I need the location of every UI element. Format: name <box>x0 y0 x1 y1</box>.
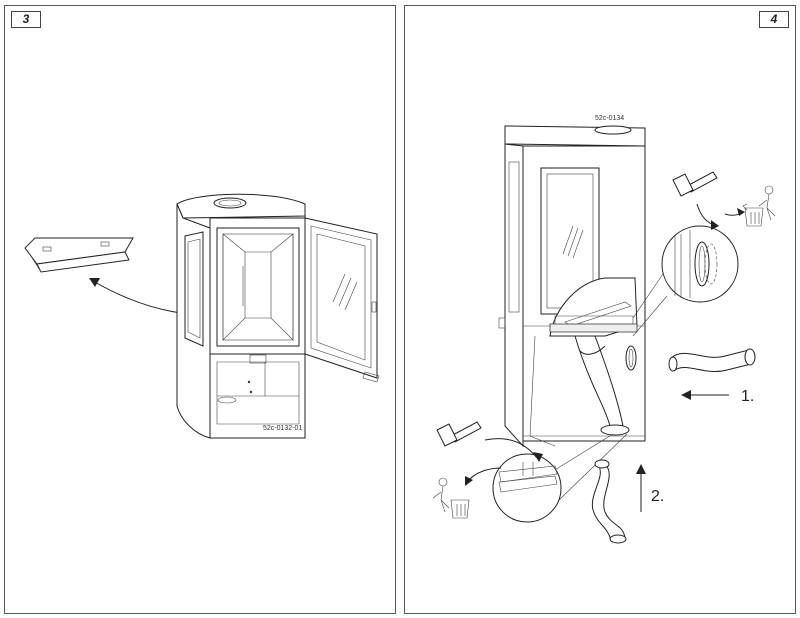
hammer-icon <box>436 421 482 447</box>
drawing-code: 52c-0134 <box>595 115 624 122</box>
recycle-bin-icon <box>742 185 776 227</box>
recycle-bin-icon <box>432 477 470 519</box>
stove-body <box>176 193 306 439</box>
stove-cutaway-illustration: 52c-0134 <box>432 115 776 544</box>
hammer-icon <box>672 171 718 197</box>
open-door <box>304 217 380 383</box>
panel-step-4: 4 52c-0134 <box>404 5 796 614</box>
page-number-box: 4 <box>759 11 789 28</box>
panel-step-3: 3 <box>4 5 396 614</box>
gasket-ring <box>625 345 637 371</box>
stove-body <box>498 125 668 505</box>
detail-circle-plate <box>492 453 562 523</box>
stove-open-door-illustration: 52c-0132-01 <box>24 193 380 439</box>
page-number-box: 3 <box>11 11 41 28</box>
flue-pipe-removed <box>668 348 756 372</box>
curved-arrow-icon <box>484 438 538 459</box>
drawing-code: 52c-0132-01 <box>263 425 302 432</box>
removed-plate <box>24 237 134 273</box>
curved-arrow-head <box>89 278 100 287</box>
flue-pipe-new <box>591 459 627 544</box>
step-label-1: 1. <box>741 388 754 405</box>
step-label-2: 2. <box>651 488 664 505</box>
detail-circle-gasket <box>661 225 739 303</box>
